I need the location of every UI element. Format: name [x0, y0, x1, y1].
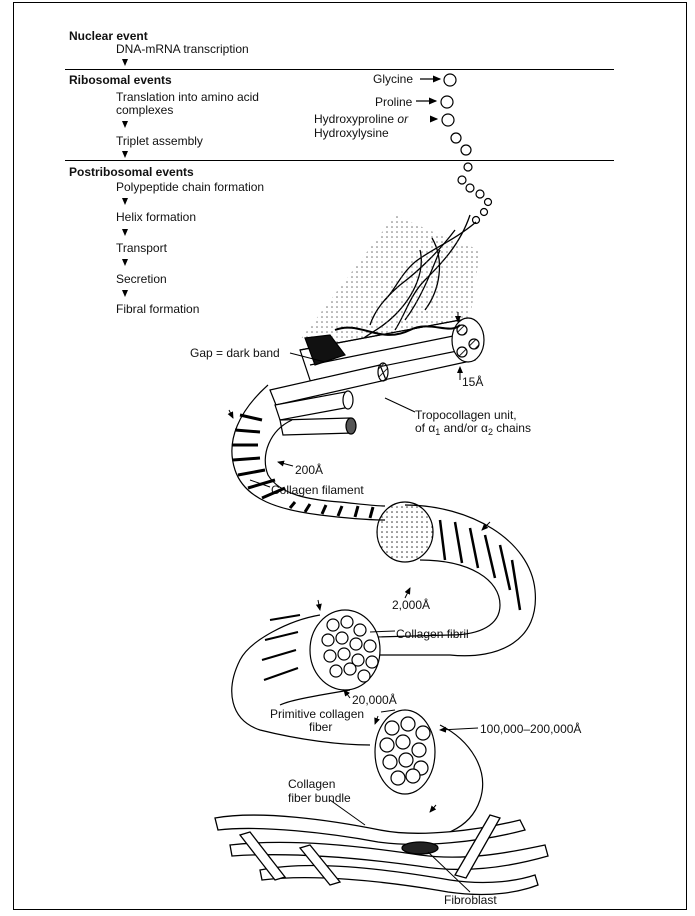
tropocollagen-bundle	[270, 318, 484, 435]
collagen-fibril	[375, 502, 535, 656]
proline-bead	[441, 96, 453, 108]
hydroxyproline-bead	[442, 114, 454, 126]
amino-acid-beads	[416, 74, 492, 224]
fiber-bundle	[215, 815, 548, 894]
collagen-fiber	[375, 710, 483, 840]
leader-lines	[229, 312, 490, 892]
primitive-fiber	[232, 610, 380, 745]
fibroblast-cell	[402, 842, 438, 854]
glycine-bead	[444, 74, 456, 86]
